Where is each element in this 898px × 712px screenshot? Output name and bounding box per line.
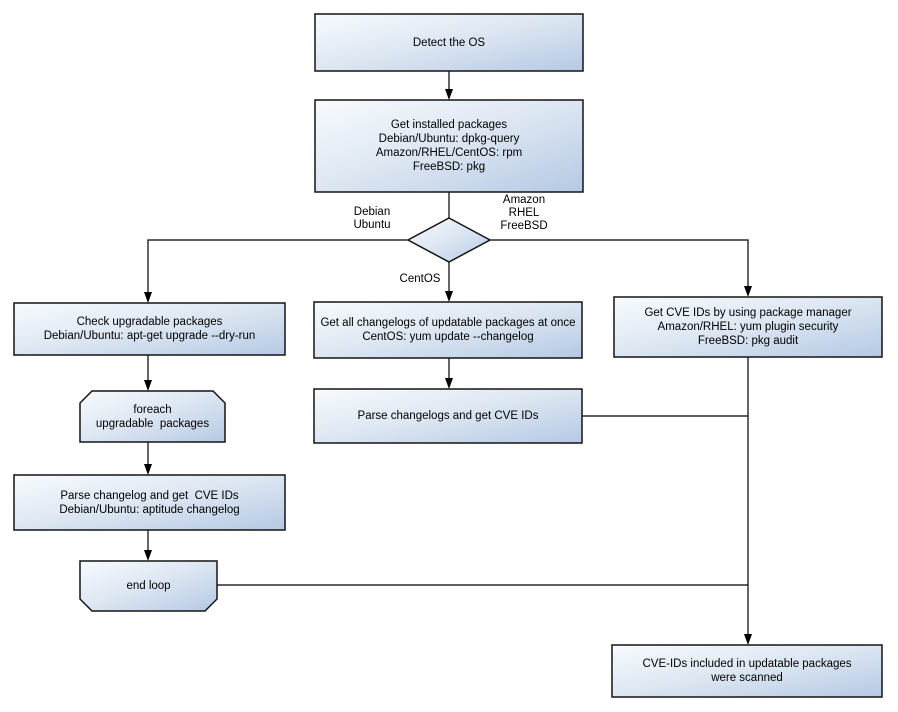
arrowhead <box>144 292 152 303</box>
arrowhead <box>445 89 453 100</box>
parse-changelog-debian-node-shape <box>14 475 285 530</box>
detect-os-node-shape <box>315 14 583 71</box>
result-scanned-node-shape <box>612 645 882 697</box>
arrowhead <box>144 550 152 561</box>
edge-decision-to-check-upgradable <box>148 240 408 300</box>
check-upgradable-node-shape <box>14 303 285 355</box>
edge-decision-to-get-cve-ids <box>490 240 748 294</box>
arrowhead <box>445 291 453 302</box>
arrowhead <box>144 464 152 475</box>
arrowhead <box>744 634 752 645</box>
end-loop-node-shape <box>80 561 217 611</box>
get-installed-packages-node-shape <box>315 100 583 192</box>
arrowhead <box>144 380 152 391</box>
arrowhead <box>445 378 453 389</box>
get-all-changelogs-node-shape <box>314 302 582 358</box>
os-decision-diamond-shape <box>408 218 490 262</box>
get-cve-ids-pkg-mgr-node-shape <box>614 297 882 357</box>
parse-changelogs-centos-node-shape <box>314 389 582 443</box>
arrowhead <box>744 286 752 297</box>
foreach-loop-node-shape <box>80 391 225 442</box>
